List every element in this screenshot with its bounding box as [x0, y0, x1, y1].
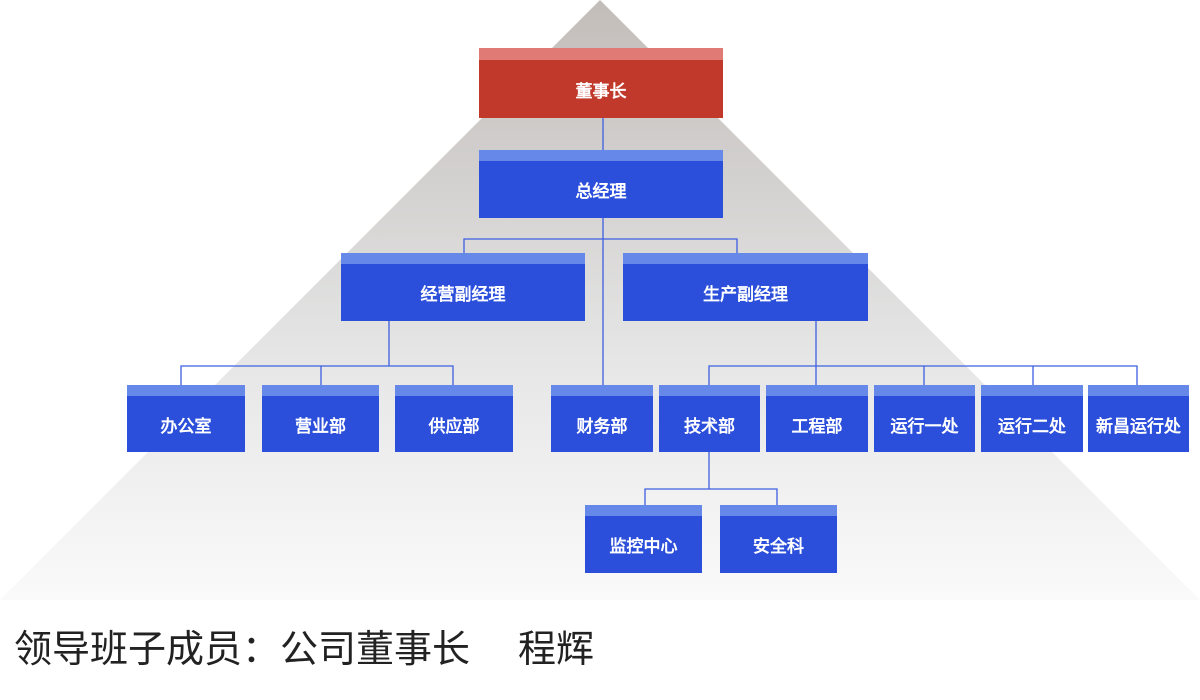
- node-xinchang-operation: 新昌运行处: [1088, 385, 1189, 452]
- node-general-manager: 总经理: [479, 150, 723, 218]
- node-engineering-dept: 工程部: [766, 385, 868, 452]
- node-sales-dept-label: 营业部: [295, 416, 346, 437]
- node-operation-1: 运行一处: [874, 385, 975, 452]
- node-engineering-dept-label: 工程部: [791, 416, 843, 437]
- node-supply-dept-label: 供应部: [428, 416, 480, 437]
- node-finance-dept-label: 财务部: [576, 416, 628, 437]
- node-monitoring-center-label: 监控中心: [609, 537, 678, 557]
- node-technology-dept-label: 技术部: [684, 416, 735, 437]
- node-monitoring-center: 监控中心: [585, 505, 702, 573]
- leadership-caption: 领导班子成员：公司董事长 程辉: [14, 618, 594, 673]
- node-sales-dept: 营业部: [262, 385, 379, 452]
- leadership-caption-label: 领导班子成员：公司董事长: [14, 627, 471, 671]
- node-deputy-production-label: 生产副经理: [703, 285, 788, 305]
- node-operation-2-label: 运行二处: [998, 416, 1066, 437]
- node-safety-section: 安全科: [720, 505, 837, 573]
- node-supply-dept: 供应部: [395, 385, 513, 452]
- node-chairman-label: 董事长: [575, 81, 627, 102]
- node-finance-dept: 财务部: [551, 385, 653, 452]
- node-chairman: 董事长: [479, 48, 723, 118]
- node-operation-2: 运行二处: [981, 385, 1083, 452]
- node-deputy-business-label: 经营副经理: [420, 285, 506, 305]
- node-deputy-business: 经营副经理: [341, 253, 585, 321]
- connector-lines: [180, 118, 1138, 505]
- node-technology-dept: 技术部: [659, 385, 760, 452]
- node-office-label: 办公室: [160, 416, 212, 437]
- node-general-manager-label: 总经理: [575, 182, 627, 202]
- node-office: 办公室: [127, 385, 245, 452]
- chairman-name: 程辉: [518, 627, 595, 671]
- node-safety-section-label: 安全科: [753, 537, 804, 557]
- node-operation-1-label: 运行一处: [890, 416, 959, 437]
- node-xinchang-operation-label: 新昌运行处: [1096, 416, 1181, 437]
- node-deputy-production: 生产副经理: [623, 253, 868, 321]
